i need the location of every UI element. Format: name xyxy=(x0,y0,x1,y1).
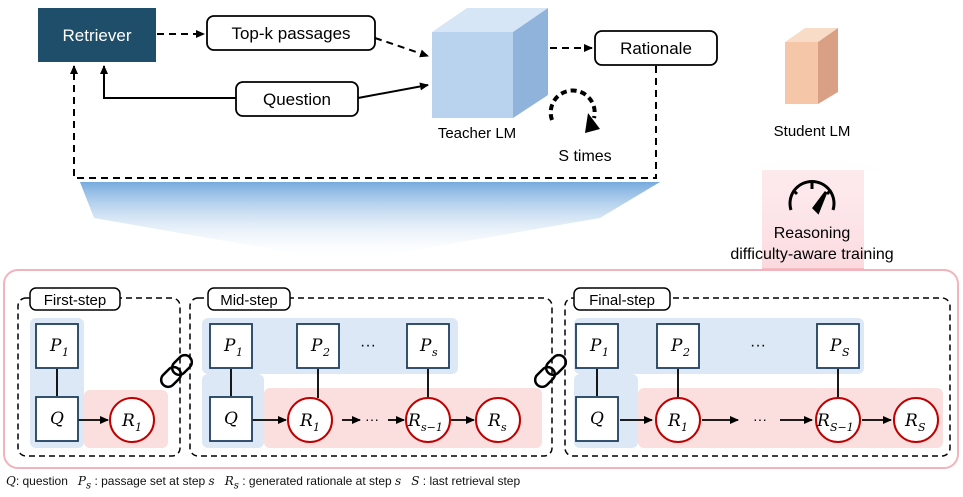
ellipsis: ··· xyxy=(753,411,767,427)
svg-text:2: 2 xyxy=(682,346,690,359)
reasoning-line1: Reasoning xyxy=(774,225,851,242)
node-rs1: R s−1 xyxy=(405,397,451,443)
panel-mid xyxy=(189,297,553,457)
rationale-box xyxy=(594,30,718,66)
node-r1: R 1 xyxy=(655,397,701,443)
node-rS1: R S−1 xyxy=(815,397,861,443)
svg-text:s: s xyxy=(432,346,438,359)
svg-text:1: 1 xyxy=(236,346,243,359)
rationale-label: Rationale xyxy=(620,39,692,58)
svg-text:R: R xyxy=(407,411,421,431)
gauge-icon xyxy=(788,179,836,215)
svg-text:P: P xyxy=(49,336,62,356)
svg-text:P: P xyxy=(419,336,432,356)
svg-text:1: 1 xyxy=(135,421,142,434)
funnel-shape xyxy=(80,182,660,262)
svg-text:P: P xyxy=(589,336,602,356)
node-p2: P 2 xyxy=(296,323,340,369)
ellipsis: ··· xyxy=(750,337,766,354)
retriever-box xyxy=(38,8,156,62)
svg-text:P: P xyxy=(223,336,236,356)
node-rS: R S xyxy=(893,397,939,443)
svg-text:Q: Q xyxy=(224,409,238,429)
node-p2: P 2 xyxy=(656,323,700,369)
svg-text:P: P xyxy=(310,336,323,356)
teacher-label: Teacher LM xyxy=(438,125,516,142)
node-pS: P S xyxy=(816,323,860,369)
svg-text:s: s xyxy=(501,421,507,434)
arrow-question-teacher xyxy=(357,82,429,99)
svg-text:Q: Q xyxy=(50,409,64,429)
ellipsis: ··· xyxy=(360,337,376,354)
node-q: Q xyxy=(575,396,619,442)
arrow-question-retriever xyxy=(100,65,236,99)
node-q: Q xyxy=(35,396,79,442)
svg-text:R: R xyxy=(487,411,501,431)
student-cube-icon xyxy=(785,28,838,104)
link-icon xyxy=(159,353,194,389)
bottom-frame xyxy=(3,269,959,469)
svg-text:R: R xyxy=(904,411,918,431)
node-p1: P 1 xyxy=(209,323,253,369)
student-label: Student LM xyxy=(774,123,851,140)
link-icon xyxy=(533,353,568,389)
repeat-icon xyxy=(548,88,600,133)
svg-text:1: 1 xyxy=(313,421,320,434)
node-p1: P 1 xyxy=(575,323,619,369)
svg-text:R: R xyxy=(299,411,313,431)
panel-first-title: First-step xyxy=(44,292,107,309)
node-r1: R 1 xyxy=(287,397,333,443)
svg-text:R: R xyxy=(667,411,681,431)
node-p1: P 1 xyxy=(35,323,79,369)
ellipsis: ··· xyxy=(365,411,379,427)
svg-text:1: 1 xyxy=(602,346,609,359)
svg-text:Q: Q xyxy=(590,409,604,429)
retriever-label: Retriever xyxy=(63,26,132,45)
topk-label: Top-k passages xyxy=(231,24,350,43)
stimes-label: S times xyxy=(558,148,611,165)
loop-back-arrow xyxy=(70,65,657,179)
svg-text:s−1: s−1 xyxy=(421,421,443,434)
svg-text:R: R xyxy=(121,411,135,431)
reasoning-line2: difficulty-aware training xyxy=(730,246,893,263)
legend: Q: question Ps : passage set at step s R… xyxy=(6,474,521,492)
topk-box xyxy=(206,15,376,51)
svg-text:S: S xyxy=(918,421,926,434)
svg-text:1: 1 xyxy=(62,346,69,359)
panel-final-title: Final-step xyxy=(589,292,655,309)
teacher-cube-icon xyxy=(432,8,548,118)
svg-text:P: P xyxy=(829,336,842,356)
node-rs: R s xyxy=(475,397,521,443)
node-r1: R 1 xyxy=(109,397,155,443)
panel-mid-title: Mid-step xyxy=(220,292,278,309)
svg-text:2: 2 xyxy=(322,346,330,359)
svg-text:S: S xyxy=(842,346,850,359)
svg-text:S−1: S−1 xyxy=(830,421,854,434)
panel-final xyxy=(564,297,951,457)
svg-text:P: P xyxy=(670,336,683,356)
arrow-topk-teacher xyxy=(374,37,429,58)
node-ps: P s xyxy=(406,323,450,369)
svg-text:R: R xyxy=(816,411,830,431)
node-q: Q xyxy=(209,396,253,442)
svg-text:1: 1 xyxy=(681,421,688,434)
question-label: Question xyxy=(263,90,331,109)
